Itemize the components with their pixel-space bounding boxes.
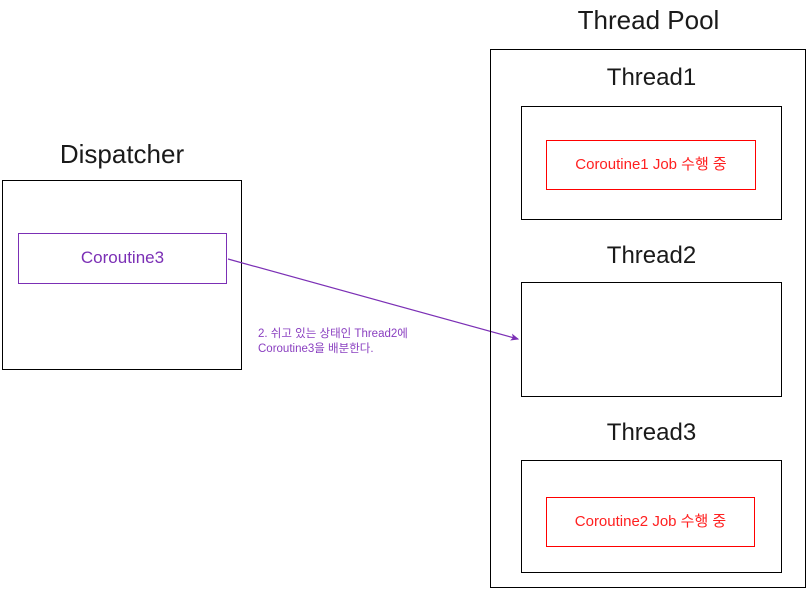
thread1-job-label: Coroutine1 Job 수행 중: [575, 156, 727, 173]
thread-pool-box: [490, 49, 806, 588]
thread2-box: [521, 282, 782, 397]
dispatcher-title: Dispatcher: [59, 139, 185, 169]
dispatch-annotation-line2: Coroutine3을 배분한다.: [258, 343, 374, 355]
thread1-job-box[interactable]: [546, 140, 756, 190]
thread3-title: Thread3: [606, 419, 697, 446]
thread1-box: [521, 106, 782, 220]
thread1-title: Thread1: [606, 64, 697, 91]
thread-pool-title: Thread Pool: [577, 5, 720, 35]
dispatch-annotation-line1: 2. 쉬고 있는 상태인 Thread2에: [258, 328, 408, 340]
thread2-title: Thread2: [606, 242, 697, 269]
coroutine3-box[interactable]: [18, 233, 227, 284]
thread3-job-box[interactable]: [546, 497, 755, 547]
coroutine3-label: Coroutine3: [80, 248, 165, 267]
thread3-job-label: Coroutine2 Job 수행 중: [574, 513, 727, 530]
thread3-box: [521, 460, 782, 573]
